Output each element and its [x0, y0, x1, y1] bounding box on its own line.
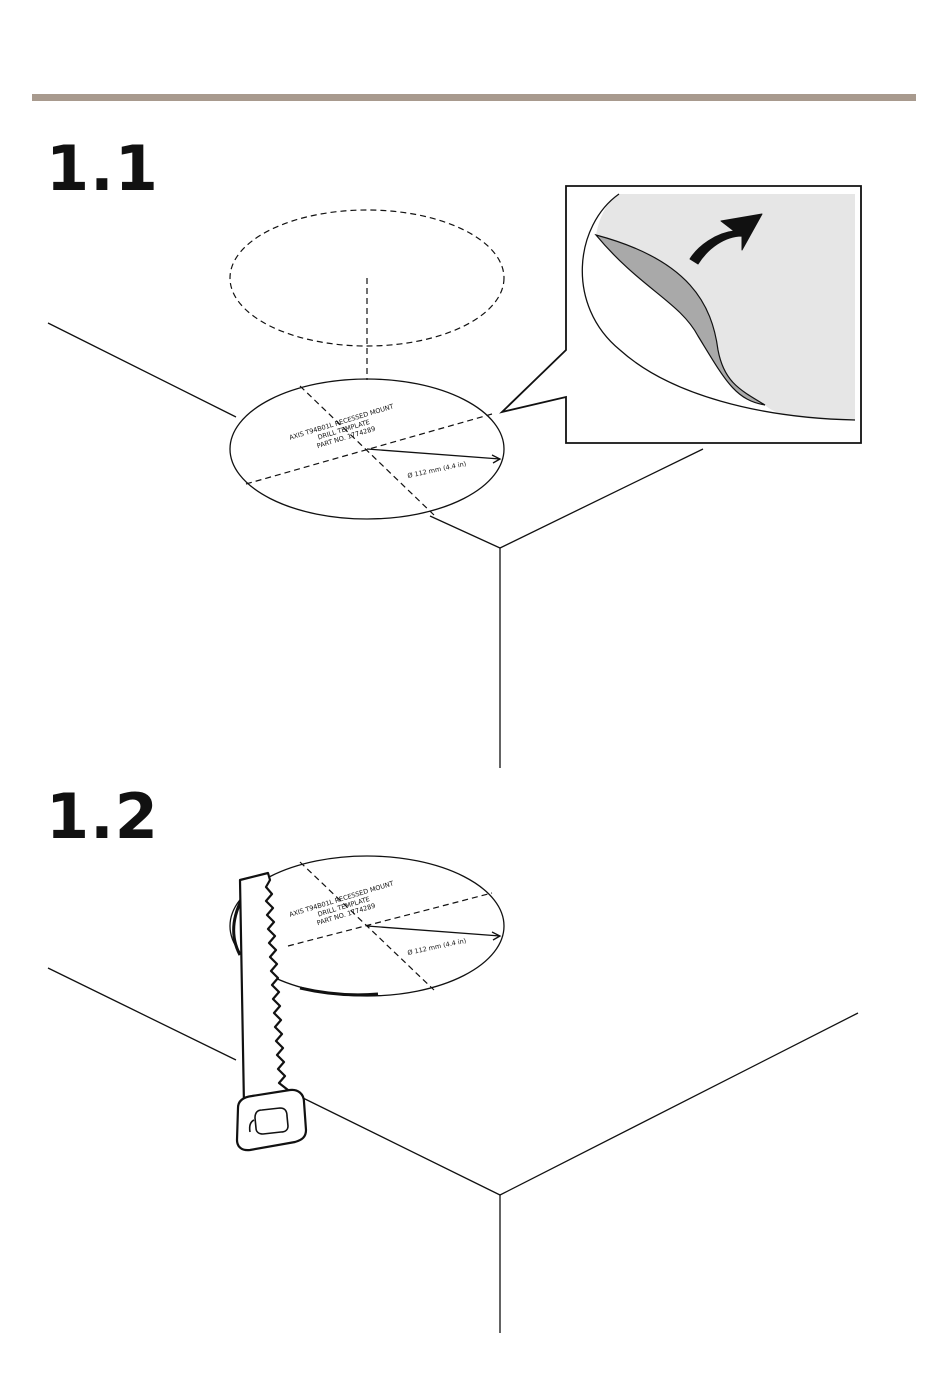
- saw-blade: [240, 873, 290, 1106]
- ceiling-edge-left-lower: [303, 1098, 500, 1195]
- ceiling-edge-left: [48, 323, 236, 417]
- illustration-step-1-1: AXIS T94B01L RECESSED MOUNT DRILL TEMPLA…: [0, 160, 950, 780]
- step-number-1-2: 1.2: [46, 786, 159, 848]
- top-rule: [32, 94, 916, 101]
- template-centerline-short: [300, 386, 434, 515]
- ceiling-edges: [48, 968, 858, 1333]
- peel-detail-callout: [502, 186, 861, 443]
- saw-handle: [237, 1090, 306, 1150]
- template-diameter-label: Ø 112 mm (4.4 in): [407, 460, 467, 480]
- template-radius-line: [367, 449, 500, 459]
- ceiling-edge-right: [500, 449, 703, 548]
- template-radius-line: [367, 926, 500, 936]
- drill-template: AXIS T94B01L RECESSED MOUNT DRILL TEMPLA…: [230, 379, 504, 519]
- illustration-step-1-2: AXIS T94B01L RECESSED MOUNT DRILL TEMPLA…: [0, 840, 950, 1374]
- ceiling-edge-right: [500, 1013, 858, 1195]
- ceiling-edge-left-lower: [430, 516, 500, 548]
- template-diameter-label: Ø 112 mm (4.4 in): [407, 937, 467, 957]
- ceiling-edge-left: [48, 968, 236, 1060]
- cut-line-bottom: [300, 988, 378, 995]
